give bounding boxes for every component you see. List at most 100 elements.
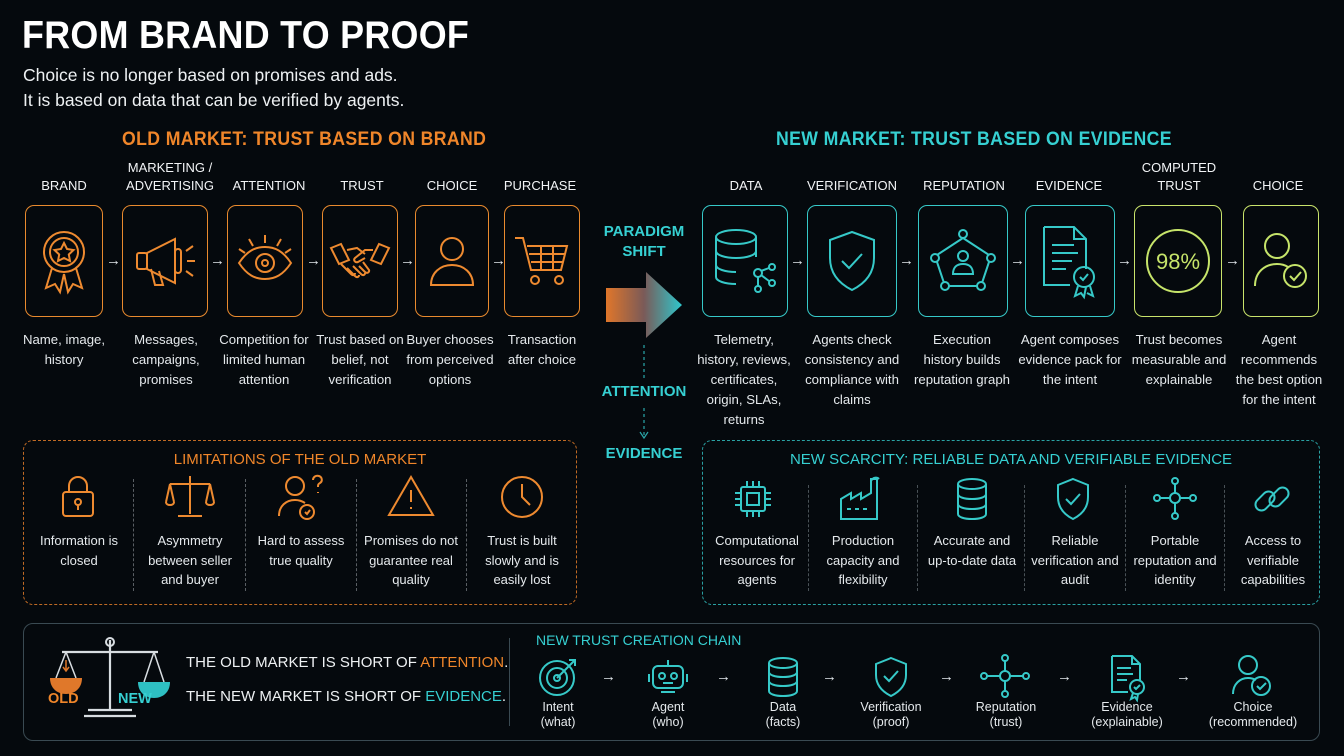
scarcity-item: Production capacity and flexibility xyxy=(826,533,900,587)
shield-check-icon xyxy=(1057,477,1089,521)
old-market-title: OLD MARKET: TRUST BASED ON BRAND xyxy=(122,129,487,150)
network-graph-icon xyxy=(930,229,996,291)
scales-icon xyxy=(165,476,215,517)
dashed-divider xyxy=(917,485,918,591)
scarcity-item: Computational resources for agents xyxy=(715,533,799,587)
dashed-divider xyxy=(1125,485,1126,591)
person-check-icon xyxy=(1232,655,1271,696)
person-check-icon xyxy=(1254,233,1307,288)
shortage-text: THE NEW MARKET IS SHORT OF xyxy=(186,688,426,705)
flow-arrow: → xyxy=(1225,252,1240,269)
link-icon xyxy=(1254,486,1290,512)
robot-icon xyxy=(648,660,688,693)
attention-highlight: ATTENTION xyxy=(420,654,505,671)
step-box-trust xyxy=(322,205,398,317)
clock-icon xyxy=(501,476,543,518)
step-desc-purchase: Transaction after choice xyxy=(507,332,577,367)
evidence-label: EVIDENCE xyxy=(605,445,683,462)
page-title: FROM BRAND TO PROOF xyxy=(22,14,470,57)
step-desc-trust: Trust based on belief, not verification xyxy=(316,332,404,387)
chain-arrow: → xyxy=(1176,668,1191,685)
chain-item-sub: (who) xyxy=(652,715,684,729)
subtitle-line-2: It is based on data that can be verified… xyxy=(23,90,405,110)
shortage-period: . xyxy=(501,688,507,705)
dashed-divider xyxy=(466,479,467,591)
new-market-shortage: THE NEW MARKET IS SHORT OF EVIDENCE. xyxy=(186,688,506,705)
shield-check-icon xyxy=(829,230,875,292)
flow-arrow: → xyxy=(790,252,805,269)
chain-arrow: → xyxy=(822,668,837,685)
chain-item-name: Reputation xyxy=(975,700,1037,714)
step-label-choice-new: CHOICE xyxy=(1252,178,1304,193)
step-label-trust: TRUST xyxy=(340,178,384,193)
chain-item-intent: Intent (what) xyxy=(508,700,608,730)
step-box-brand xyxy=(25,205,103,317)
step-desc-choice-new: Agent recommends the best option for the… xyxy=(1235,332,1323,407)
step-box-marketing xyxy=(122,205,208,317)
old-market-shortage: THE OLD MARKET IS SHORT OF ATTENTION. xyxy=(186,654,508,671)
flow-arrow: → xyxy=(400,252,415,269)
chain-item-sub: (trust) xyxy=(989,715,1023,729)
flow-arrow: → xyxy=(899,252,914,269)
shield-check-icon xyxy=(875,656,907,698)
step-label-purchase: PURCHASE xyxy=(503,178,577,193)
chain-item-agent: Agent (who) xyxy=(618,700,718,730)
person-question-icon xyxy=(278,474,323,520)
subtitle-line-1: Choice is no longer based on promises an… xyxy=(23,65,398,85)
computed-trust-value: 98% xyxy=(1156,249,1200,274)
chain-item-name: Agent xyxy=(651,700,685,714)
chain-arrow: → xyxy=(716,668,731,685)
database-icon xyxy=(957,478,987,521)
step-desc-marketing: Messages, campaigns, promises xyxy=(132,332,200,387)
shortage-period: . xyxy=(504,654,509,671)
limitation-item: Asymmetry between seller and buyer xyxy=(148,533,232,587)
chain-arrow: → xyxy=(939,668,954,685)
chain-item-sub: (recommended) xyxy=(1208,715,1298,729)
flow-arrow: → xyxy=(306,252,321,269)
chain-item-sub: (facts) xyxy=(765,715,801,729)
certificate-icon xyxy=(1111,655,1145,703)
chain-item-evidence: Evidence (explainable) xyxy=(1077,700,1177,730)
step-label-computed-trust: COMPUTED TRUST xyxy=(1141,160,1217,193)
limitation-item: Information is closed xyxy=(39,533,119,568)
step-label-data: DATA xyxy=(729,178,763,193)
chain-arrow: → xyxy=(1057,668,1072,685)
chip-icon xyxy=(735,481,771,517)
scarcity-item: Reliable verification and audit xyxy=(1031,533,1119,587)
network-icon xyxy=(1153,477,1197,520)
chain-title: NEW TRUST CREATION CHAIN xyxy=(536,632,742,648)
step-box-data xyxy=(702,205,788,317)
lock-icon xyxy=(62,476,94,517)
cart-icon xyxy=(515,237,569,285)
chain-item-name: Verification xyxy=(860,700,922,714)
chain-item-choice: Choice (recommended) xyxy=(1203,700,1303,730)
scarcity-item: Accurate and up-to-date data xyxy=(927,533,1017,568)
chain-item-name: Intent xyxy=(542,700,574,714)
warning-icon xyxy=(387,475,435,516)
bottom-summary-panel: OLD NEW THE OLD MARKET IS SHORT OF ATTEN… xyxy=(23,623,1320,741)
flow-arrow: → xyxy=(1010,252,1025,269)
step-box-reputation xyxy=(918,205,1008,317)
step-desc-computed-trust: Trust becomes measurable and explainable xyxy=(1131,332,1227,387)
network-icon xyxy=(980,654,1030,698)
step-box-computed-trust: 98% xyxy=(1134,205,1222,317)
dashed-divider xyxy=(1024,485,1025,591)
eye-icon xyxy=(237,235,293,281)
percent-gauge-icon: 98% xyxy=(1146,229,1210,293)
step-label-verification: VERIFICATION xyxy=(806,178,898,193)
paradigm-arrow-icon xyxy=(606,272,682,338)
limitations-panel: LIMITATIONS OF THE OLD MARKET Informatio… xyxy=(23,440,577,605)
handshake-icon xyxy=(329,242,391,279)
scarcity-item: Portable reputation and identity xyxy=(1133,533,1217,587)
chain-item-sub: (explainable) xyxy=(1091,715,1163,729)
megaphone-icon xyxy=(136,237,195,286)
scarcity-item: Access to verifiable capabilities xyxy=(1240,533,1306,587)
attention-label: ATTENTION xyxy=(601,383,687,400)
flow-arrow: → xyxy=(1117,252,1132,269)
step-label-choice: CHOICE xyxy=(426,178,478,193)
certificate-icon xyxy=(1043,226,1095,300)
scarcity-panel: NEW SCARCITY: RELIABLE DATA AND VERIFIAB… xyxy=(702,440,1320,605)
balance-scale-icon xyxy=(50,637,170,718)
chain-item-reputation: Reputation (trust) xyxy=(956,700,1056,730)
scarcity-title: NEW SCARCITY: RELIABLE DATA AND VERIFIAB… xyxy=(789,451,1233,468)
